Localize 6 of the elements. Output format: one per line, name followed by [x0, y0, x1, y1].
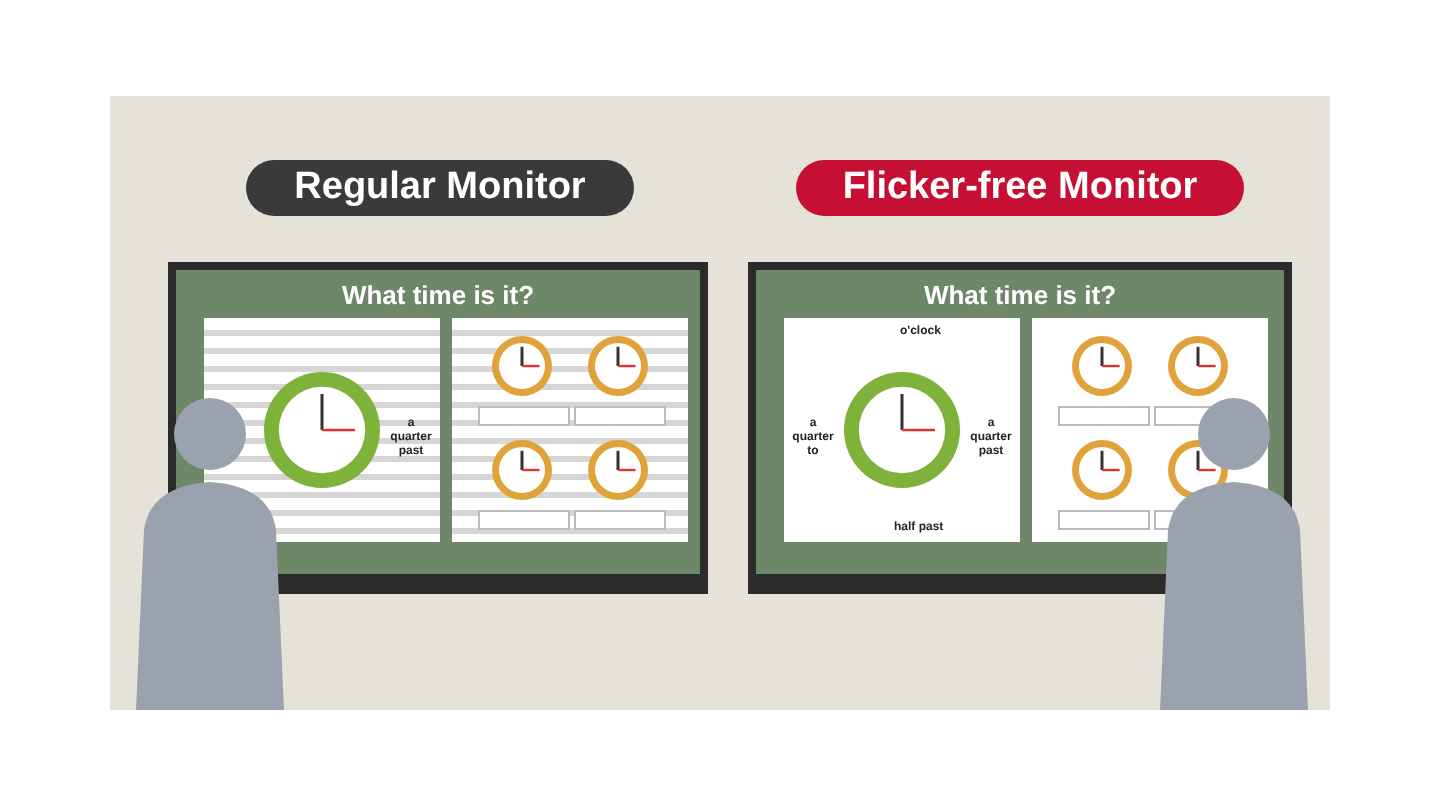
monitor-screen [168, 262, 708, 594]
title-badge: Flicker-free Monitor [796, 160, 1244, 216]
screen-heading: What time is it? [921, 280, 1119, 310]
monitor-screen [748, 262, 1292, 594]
title-badge: Regular Monitor [246, 160, 634, 216]
screen-heading: What time is it? [339, 280, 537, 310]
